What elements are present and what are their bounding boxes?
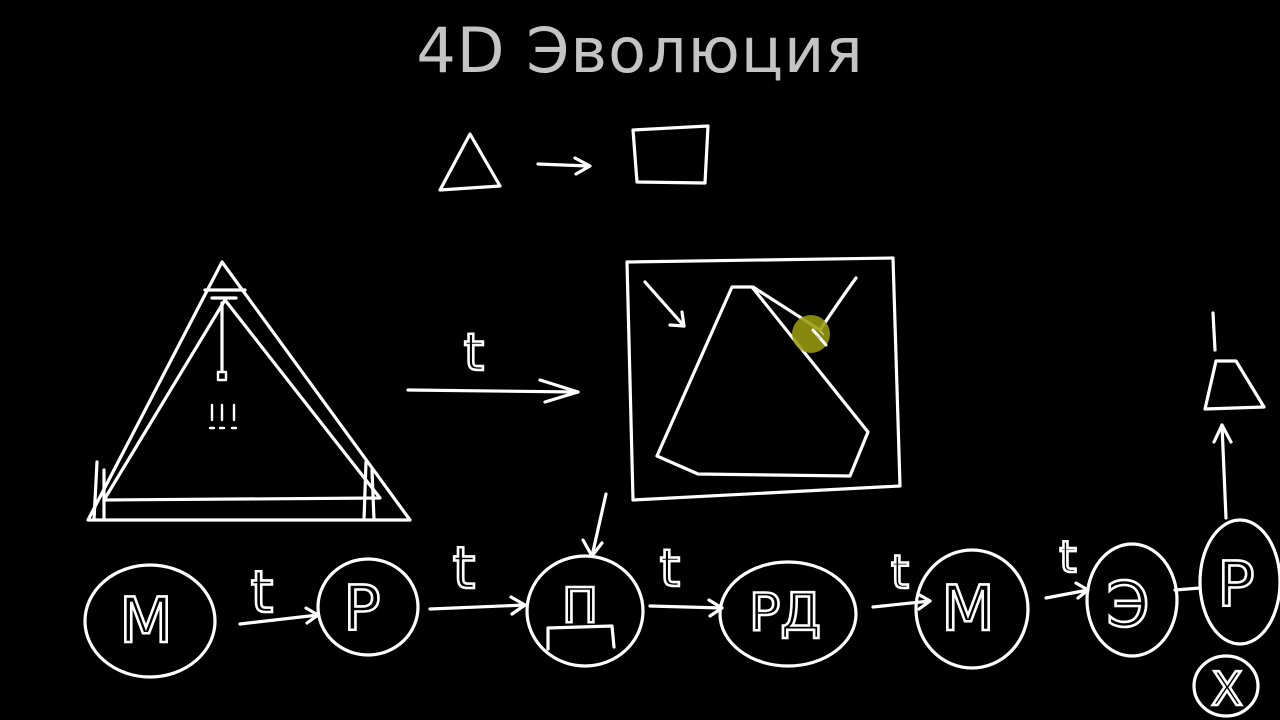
timeline-edge-label-3: t bbox=[660, 539, 680, 599]
timeline-node-6-label: Э bbox=[1106, 568, 1149, 641]
timeline-node-7-label: P bbox=[1217, 548, 1254, 621]
evolution-arrow-label: t bbox=[464, 323, 484, 383]
square-to-timeline-arrow bbox=[581, 492, 608, 558]
timeline-node-6: Э bbox=[1085, 542, 1179, 658]
timeline-edge-5 bbox=[1044, 581, 1090, 600]
timeline-edge-1 bbox=[238, 606, 320, 626]
timeline-node-2: P bbox=[316, 557, 420, 657]
timeline-node-1: M bbox=[83, 563, 217, 679]
evolution-arrow bbox=[406, 378, 580, 404]
timeline-edge-4 bbox=[871, 592, 932, 611]
timeline-node-3: П bbox=[525, 554, 645, 668]
small-triangle-sketch bbox=[438, 132, 502, 192]
timeline-edge-label-2: t bbox=[453, 534, 476, 602]
large-pyramid-sketch bbox=[86, 260, 412, 522]
large-square-sketch bbox=[625, 256, 902, 502]
timeline-node-7: P bbox=[1198, 518, 1280, 646]
timeline-node-1-label: M bbox=[119, 584, 173, 657]
page-title: 4D Эволюция bbox=[416, 14, 864, 87]
small-square-sketch bbox=[631, 124, 710, 185]
small-transition-arrow bbox=[536, 156, 592, 176]
timeline-node-2-label: P bbox=[343, 572, 380, 645]
timeline-node-4: РД bbox=[718, 560, 858, 668]
timeline-edge-2 bbox=[428, 595, 527, 616]
timeline-extra-node-label: X bbox=[1211, 662, 1243, 716]
timeline-node-4-label: РД bbox=[749, 583, 821, 643]
timeline-extra-node: X bbox=[1192, 654, 1260, 718]
upward-arrow bbox=[1212, 423, 1233, 520]
timeline-edge-label-5: t bbox=[1059, 532, 1076, 583]
timeline-edge-label-1: t bbox=[251, 558, 274, 626]
timeline-edge-6 bbox=[1173, 586, 1202, 592]
timeline-node-5: M bbox=[914, 548, 1030, 670]
timeline-node-5-label: M bbox=[941, 572, 995, 645]
timeline-edge-3 bbox=[648, 598, 724, 618]
timeline-edge-label-4: t bbox=[891, 545, 909, 599]
pen-cursor bbox=[792, 315, 830, 353]
small-trapezoid-sketch bbox=[1203, 311, 1266, 411]
